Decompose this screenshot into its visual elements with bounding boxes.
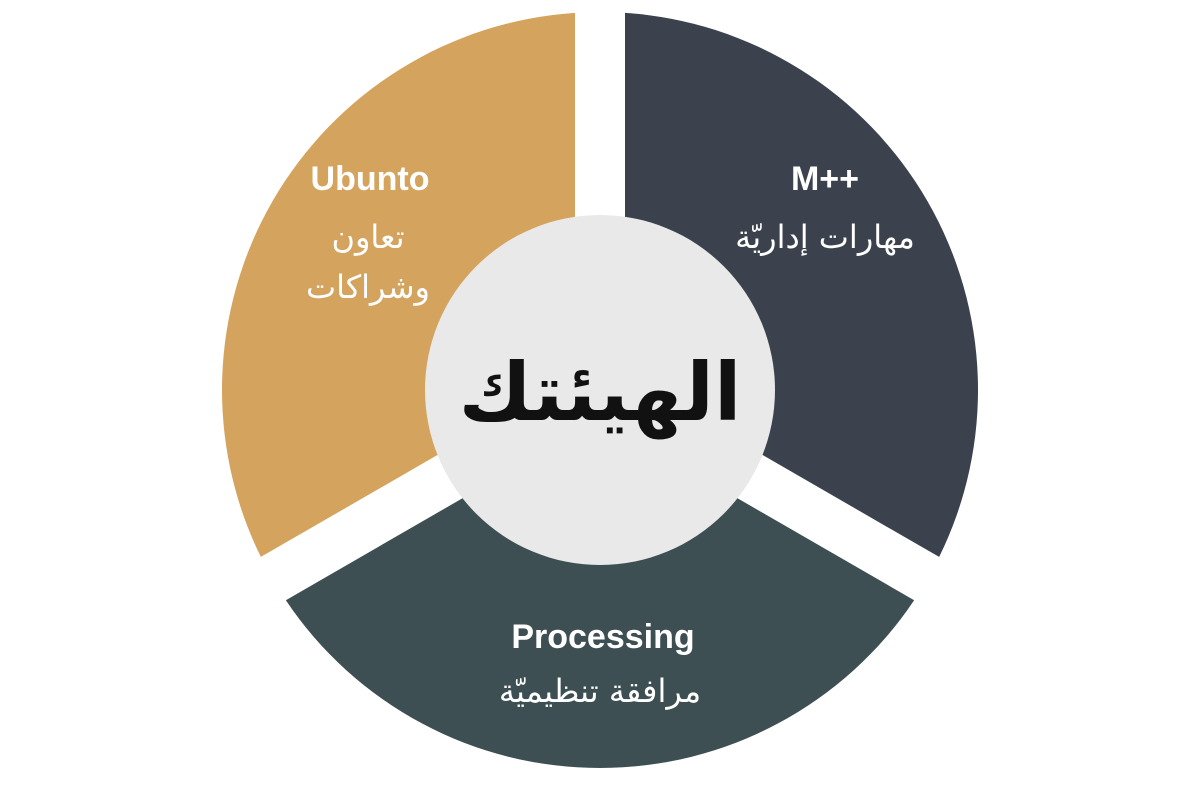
hub-label: الهيئتك bbox=[459, 346, 742, 440]
hub: الهيئتك bbox=[425, 215, 775, 565]
segment-processing-subtitle-line-1: مرافقة تنظيميّة bbox=[499, 672, 701, 710]
segment-processing-wedge bbox=[285, 418, 915, 768]
segment-ubuntu-title: Ubunto bbox=[311, 160, 430, 198]
segment-processing-title: Processing bbox=[511, 618, 694, 656]
segment-processing: Processing مرافقة تنظيميّة bbox=[285, 418, 915, 768]
segment-mpp-subtitle-line-1: مهارات إداريّة bbox=[735, 218, 915, 256]
segment-mpp-title: M++ bbox=[791, 160, 859, 198]
segment-ubuntu-subtitle-line-1: تعاون bbox=[331, 218, 404, 256]
hub-circle bbox=[425, 215, 775, 565]
segment-ubuntu-subtitle-line-2: وشراكات bbox=[306, 268, 430, 306]
